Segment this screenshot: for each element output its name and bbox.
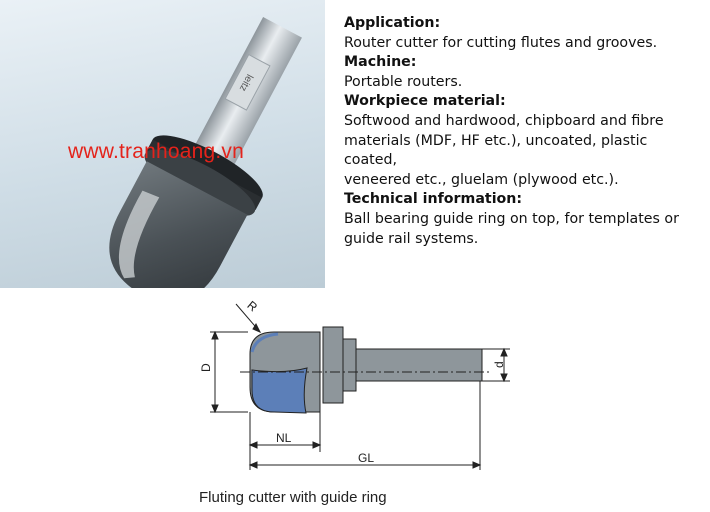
collar (342, 338, 357, 392)
router-bit-illustration: leitz (109, 16, 302, 288)
workpiece-line: materials (MDF, HF etc.), uncoated, plas… (344, 132, 648, 169)
technical-line: Ball bearing guide ring on top, for temp… (344, 210, 679, 227)
workpiece-line: Softwood and hardwood, chipboard and fib… (344, 112, 664, 129)
application-text: Router cutter for cutting flutes and gro… (344, 34, 658, 51)
product-description: Application: Router cutter for cutting f… (344, 14, 704, 249)
label-shank-diameter: d (492, 361, 506, 368)
machine-text: Portable routers. (344, 73, 463, 90)
guide-ring (322, 326, 344, 404)
shank (354, 348, 483, 382)
label-r: R (244, 298, 260, 315)
workpiece-heading: Workpiece material: (344, 93, 506, 110)
brand-label (224, 53, 271, 111)
label-diameter: D (199, 363, 213, 372)
website-watermark: www.tranhoang.vn (68, 140, 244, 163)
machine-heading: Machine: (344, 54, 417, 71)
label-nl: NL (276, 431, 292, 445)
application-heading: Application: (344, 15, 441, 31)
label-gl: GL (358, 451, 374, 465)
technical-heading: Technical information: (344, 191, 523, 208)
workpiece-line: veneered etc., gluelam (plywood etc.). (344, 171, 619, 188)
cutting-edge (251, 367, 308, 414)
product-photo: leitz www.tranhoang.vn (0, 0, 325, 288)
drawing-caption: Fluting cutter with guide ring (199, 489, 387, 506)
technical-line: guide rail systems. (344, 230, 479, 247)
technical-drawing: R D d NL GL (199, 298, 510, 470)
